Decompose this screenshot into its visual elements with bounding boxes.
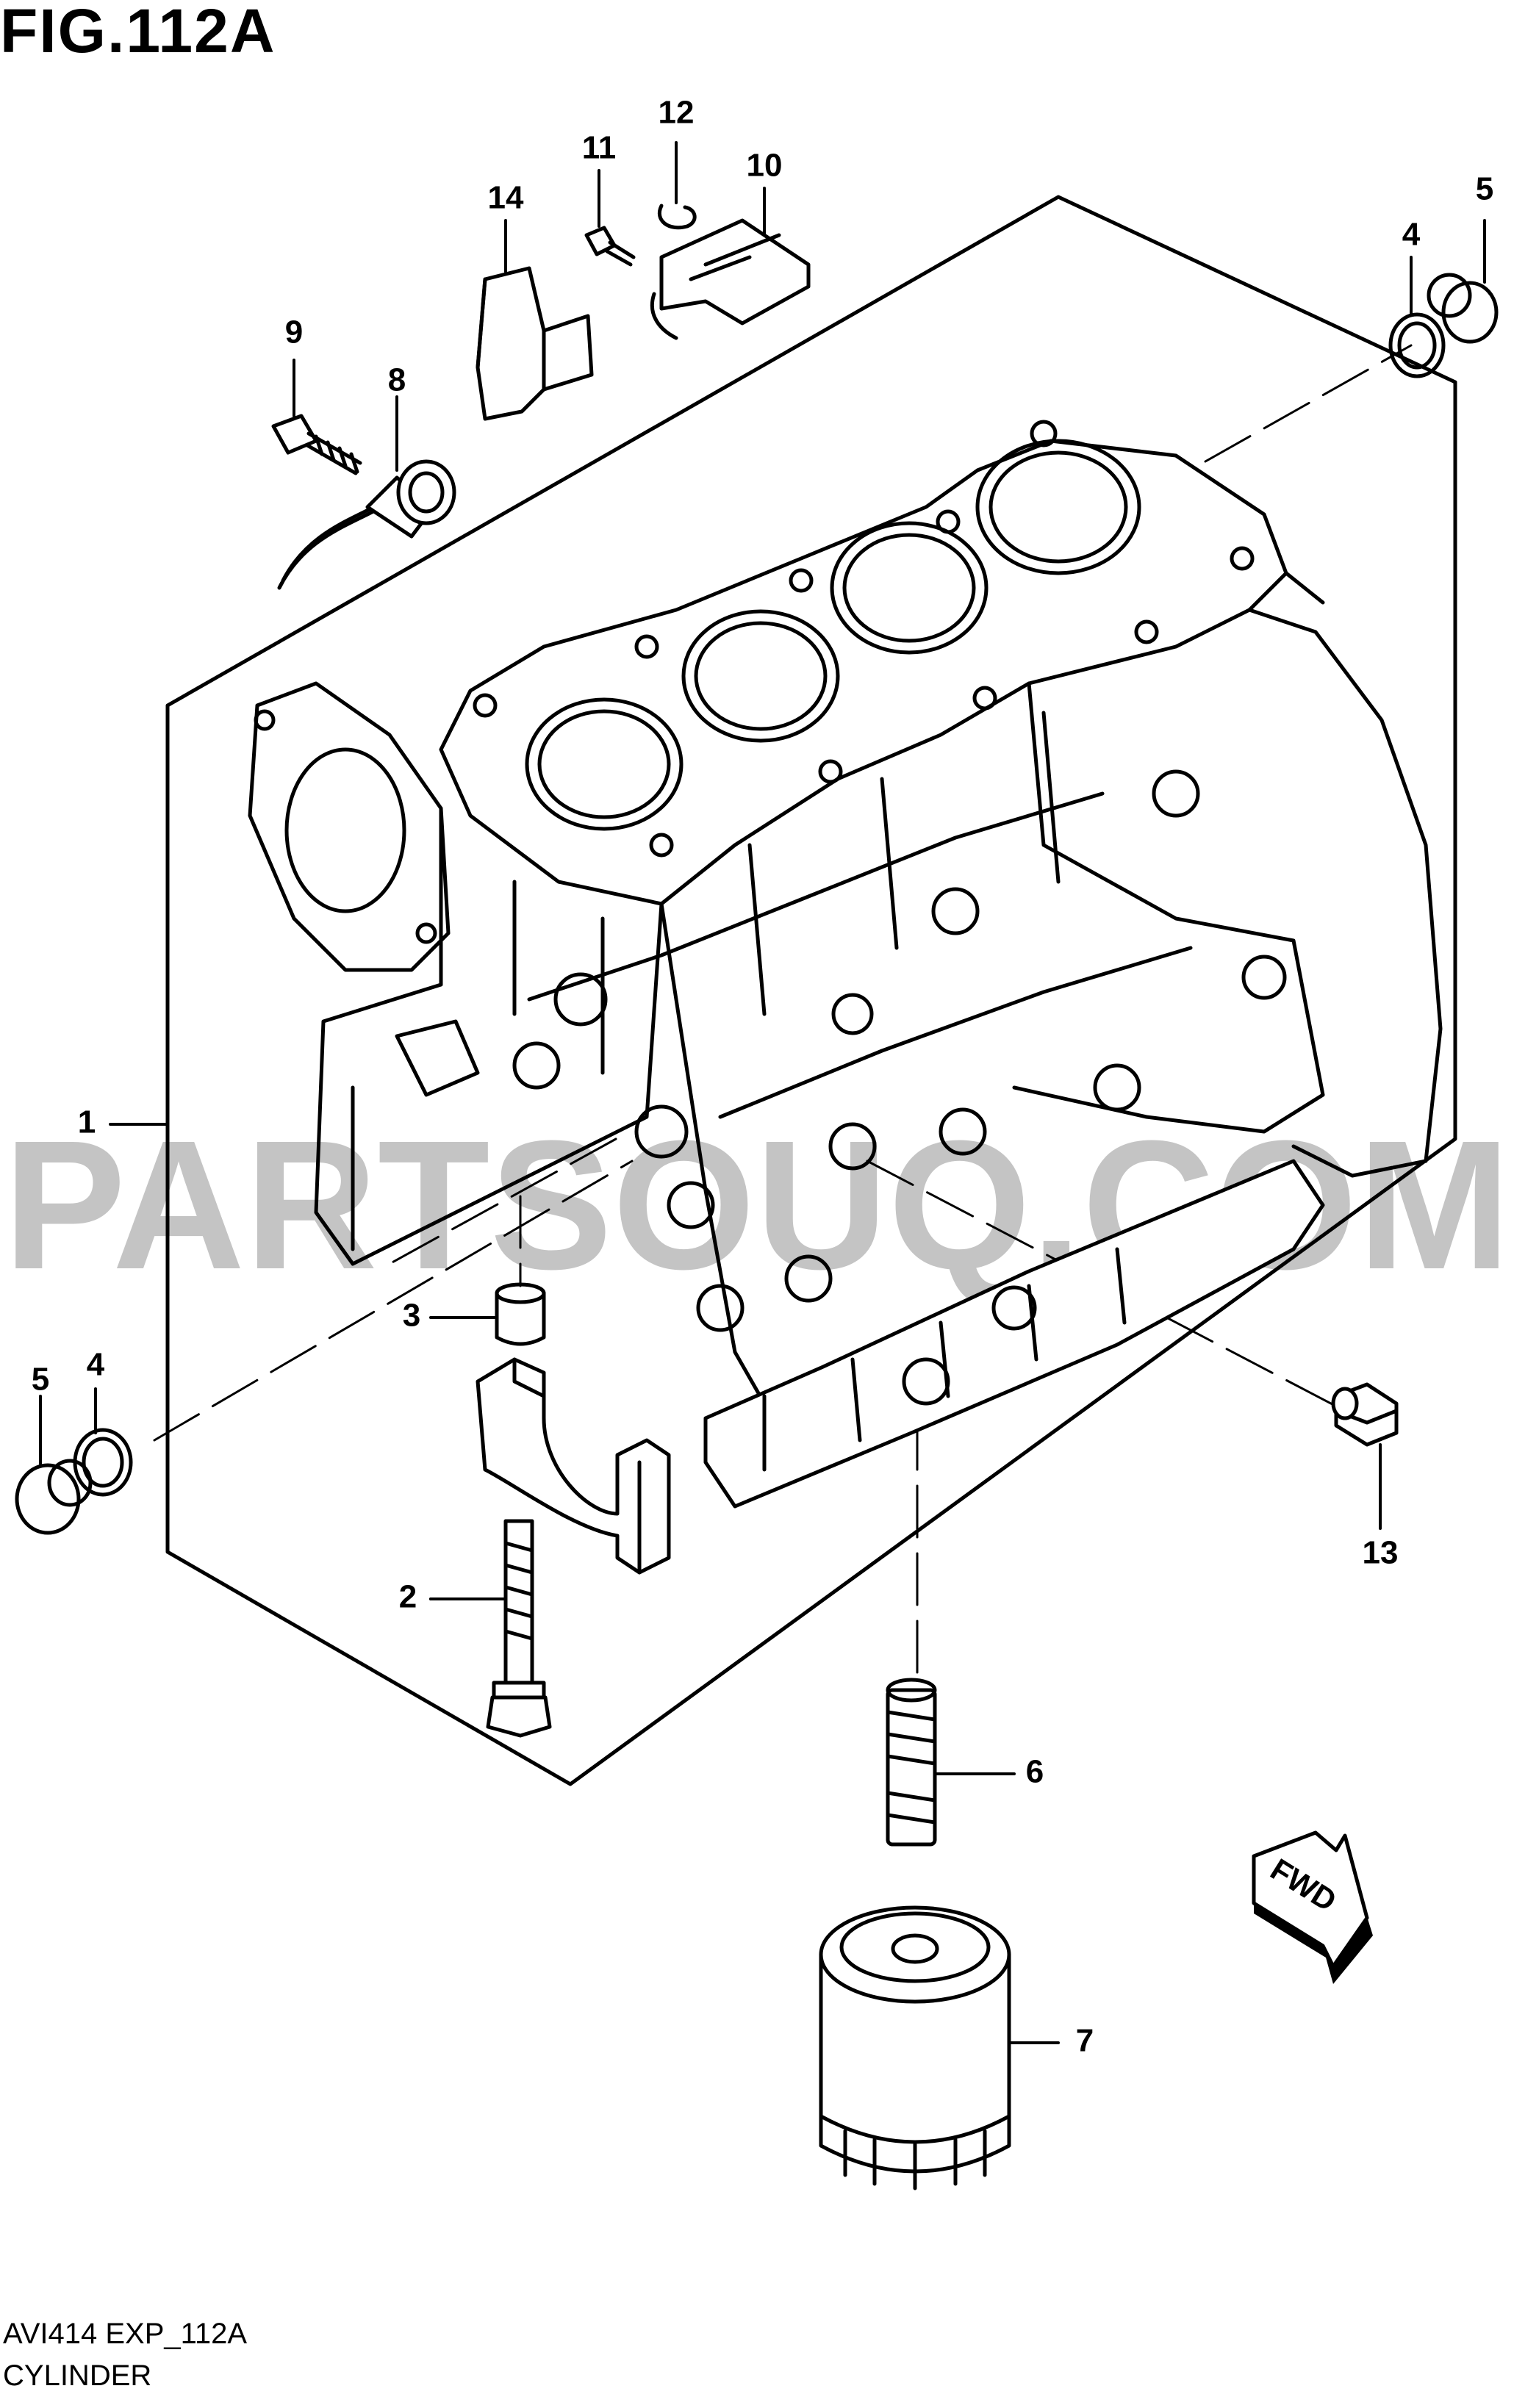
callout-3: 3 bbox=[403, 1298, 420, 1334]
fwd-arrow: FWD bbox=[1252, 1830, 1373, 1984]
callout-8: 8 bbox=[388, 362, 406, 398]
part-5-plug-left bbox=[15, 1395, 93, 1535]
part-4-washer-left bbox=[73, 1387, 133, 1497]
callout-7: 7 bbox=[1076, 2023, 1094, 2059]
assembly-box bbox=[109, 195, 1457, 1786]
callout-13: 13 bbox=[1363, 1535, 1399, 1571]
part-13-bolt bbox=[1331, 1382, 1399, 1530]
callout-5-left: 5 bbox=[32, 1362, 49, 1398]
figure-name: CYLINDER bbox=[3, 2360, 152, 2392]
part-8-knock-sensor bbox=[277, 395, 456, 590]
callout-2: 2 bbox=[399, 1579, 417, 1615]
part-14-heat-shield bbox=[476, 219, 594, 421]
callout-14: 14 bbox=[488, 180, 524, 216]
callout-12: 12 bbox=[659, 95, 695, 131]
callout-1: 1 bbox=[78, 1104, 96, 1140]
part-11-bolt bbox=[584, 169, 636, 267]
callout-6: 6 bbox=[1026, 1754, 1044, 1790]
part-10-bracket bbox=[650, 187, 811, 340]
part-9-bolt bbox=[271, 359, 362, 475]
callout-numbers: 1 2 3 4 4 5 5 6 7 8 9 10 11 12 13 14 bbox=[32, 95, 1493, 2059]
part-2-bolt bbox=[429, 1519, 552, 1738]
callout-9: 9 bbox=[285, 315, 303, 351]
figure-code: AVI414 EXP_112A bbox=[3, 2318, 248, 2350]
bearing-cap bbox=[476, 1357, 671, 1575]
part-5-plug-right bbox=[1427, 219, 1499, 344]
callout-5-right: 5 bbox=[1476, 171, 1493, 207]
callout-4-left: 4 bbox=[87, 1347, 105, 1383]
part-3-dowel-pin bbox=[429, 1282, 546, 1346]
cylinder-block bbox=[248, 420, 1443, 1509]
callout-11: 11 bbox=[582, 130, 617, 166]
part-12-clip bbox=[658, 141, 697, 230]
callout-4-right: 4 bbox=[1402, 217, 1421, 253]
part-7-oil-filter bbox=[819, 1905, 1060, 2190]
part-6-stud bbox=[886, 1678, 1016, 1847]
callout-10: 10 bbox=[747, 148, 783, 184]
figure-title: FIG.112A bbox=[0, 0, 276, 65]
part-4-washer-right bbox=[1388, 256, 1446, 378]
